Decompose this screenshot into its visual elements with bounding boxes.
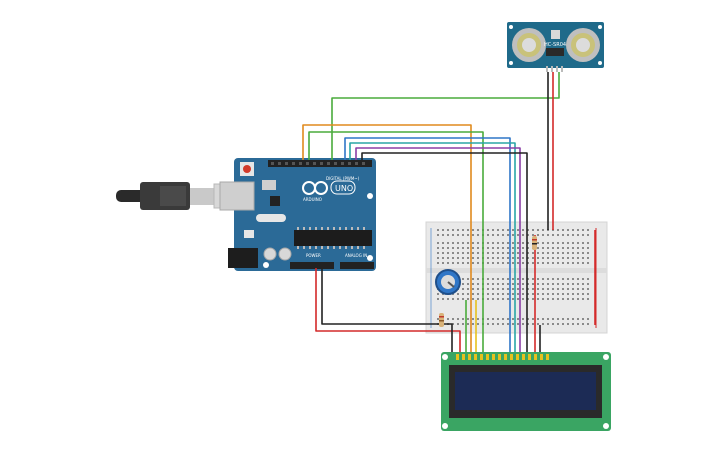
arduino-logo-icon	[302, 181, 328, 195]
microcontroller-chip	[294, 230, 372, 246]
wire-red-5v	[315, 268, 461, 352]
wire-green-2	[308, 131, 484, 352]
wire-green-trig	[331, 72, 560, 160]
lcd-module	[441, 352, 611, 431]
wire-purple	[355, 147, 521, 352]
power-label: POWER	[306, 253, 321, 258]
resistor	[532, 236, 537, 250]
receiver-icon	[566, 28, 600, 62]
model-label: UNO	[335, 184, 353, 193]
analog-label: ANALOG IN	[345, 253, 367, 258]
transmitter-icon	[512, 28, 546, 62]
brand-label: ARDUINO	[303, 197, 322, 202]
digital-label: DIGITAL (PWM~)	[326, 176, 360, 181]
wire-black-d	[361, 152, 528, 352]
ultrasonic-sensor: HC-SR04	[507, 22, 604, 72]
arduino-board: DIGITAL (PWM~) UNO ARDUINO	[219, 158, 376, 271]
sensor-model-label: HC-SR04	[544, 42, 566, 48]
reset-button-icon	[243, 165, 251, 173]
resistor-2	[439, 313, 444, 327]
wire-orange	[302, 124, 472, 352]
potentiometer	[435, 269, 461, 295]
wire-teal	[349, 142, 516, 352]
wire-black-gnd2	[321, 268, 453, 352]
wires	[302, 72, 596, 352]
lcd-screen	[455, 372, 596, 410]
wire-blue	[344, 137, 511, 352]
